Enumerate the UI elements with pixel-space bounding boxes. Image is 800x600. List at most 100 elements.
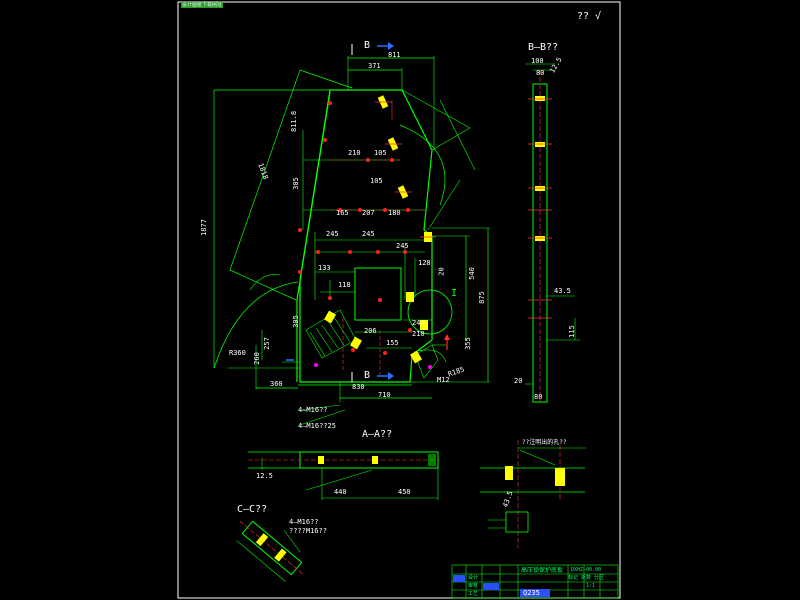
dim-305-a: 305 [291,177,300,190]
section-aa-title: A—A?? [362,429,393,440]
title-row-3: 审核 [468,583,479,589]
dim-128: 128 [418,259,431,267]
dim-r360: R360 [229,349,246,357]
inner-cutout [354,267,402,321]
main-view [213,56,490,426]
sheet-border [177,1,621,599]
title-scale: 1:1 [586,583,596,589]
tapped-hole [406,292,414,302]
title-block-frame [451,564,619,599]
dim-540: 540 [467,267,476,280]
section-bb-view [525,63,580,403]
aa-dim-12-5: 12.5 [256,472,273,480]
dim-1877: 1877 [199,219,208,236]
main-holes [298,95,436,375]
tapped-hole [395,185,412,199]
hole [328,101,332,105]
tapped-hole [324,310,336,324]
hole [406,208,410,212]
hole-magenta [314,363,318,367]
hole [378,298,382,302]
bb-dim-100: 100 [531,57,544,65]
dim-360: 360 [270,380,283,388]
dim-245-c: 245 [396,242,409,250]
hole [383,351,387,355]
hole [298,228,302,232]
hole [390,158,394,162]
hole [366,158,370,162]
section-marker-b-bottom: B [364,370,371,381]
dim-245-a: 245 [326,230,339,238]
bb-dim-43-5: 43.5 [554,287,571,295]
download-stamp: 设计图纸下载网址 [181,2,223,8]
tapped-hole [350,336,362,350]
title-row-4: 工艺 [468,591,479,597]
dim-206: 206 [364,327,377,335]
tapped-hole [375,95,392,109]
hole [358,208,362,212]
title-row-1: 标记 处数 分区 [568,575,605,581]
aa-dim-440: 440 [334,488,347,496]
hole [351,348,355,352]
dim-210: 210 [348,149,361,157]
detail-circle-i [407,289,453,335]
dim-180: 180 [388,209,401,217]
dim-133: 133 [318,264,331,272]
tapped-hole [420,320,428,330]
dim-811-8: 811.8 [290,110,299,133]
bb-dim-20: 20 [514,377,523,385]
plate-left-edge [296,91,331,301]
note-m16: 4—M16?? [298,406,328,414]
dim-207: 207 [362,209,375,217]
dim-371: 371 [368,62,381,70]
dim-20: 20 [437,267,446,276]
title-block-accent [453,575,465,582]
hole [338,208,342,212]
hole [316,250,320,254]
section-aa-view [248,451,440,500]
dim-118: 118 [338,281,351,289]
bb-dim-80b: 80 [534,393,543,401]
dim-210-b: 210 [412,330,425,338]
dim-355: 355 [463,337,472,350]
dim-305-b: 305 [291,315,300,328]
dim-105-b: 105 [370,177,383,185]
section-bb-title: B—B?? [528,42,559,53]
dim-155: 155 [386,339,399,347]
detail-marker-i: I [451,288,458,299]
tapped-hole [420,232,436,242]
dim-244: 244 [412,319,425,327]
hole [298,270,302,274]
dim-830: 830 [352,383,365,391]
hole [376,250,380,254]
hole [403,250,407,254]
section-marker-b-top: B [364,40,371,51]
title-row-2: 设计 [468,575,479,581]
section-cc-title: C—C?? [237,504,268,515]
hole [328,296,332,300]
detail-i-view [480,440,586,548]
title-part-name: 高压锁保护底板 [521,567,564,574]
detail-note: ??注明出的孔?? [522,439,567,446]
tapped-hole [410,350,422,364]
tapped-hole [385,137,402,151]
hole [383,208,387,212]
note-m16-25: 4—M16??25 [298,422,336,430]
hole-magenta [428,365,432,369]
cc-note-2: ????M16?? [289,527,327,535]
dim-245-b: 245 [362,230,375,238]
dim-165: 165 [336,209,349,217]
section-arrows [286,42,450,382]
section-cc-view [236,520,305,582]
cc-note-1: 4—M16?? [289,518,319,526]
hole [408,328,412,332]
title-material: Q235 [523,589,540,597]
dim-710: 710 [378,391,391,399]
bb-dim-80: 80 [536,69,545,77]
dim-m12: M12 [437,376,450,384]
dim-105-a: 105 [374,149,387,157]
dim-257: 257 [262,337,271,350]
hole [323,138,327,142]
bb-dim-115: 115 [567,325,576,338]
